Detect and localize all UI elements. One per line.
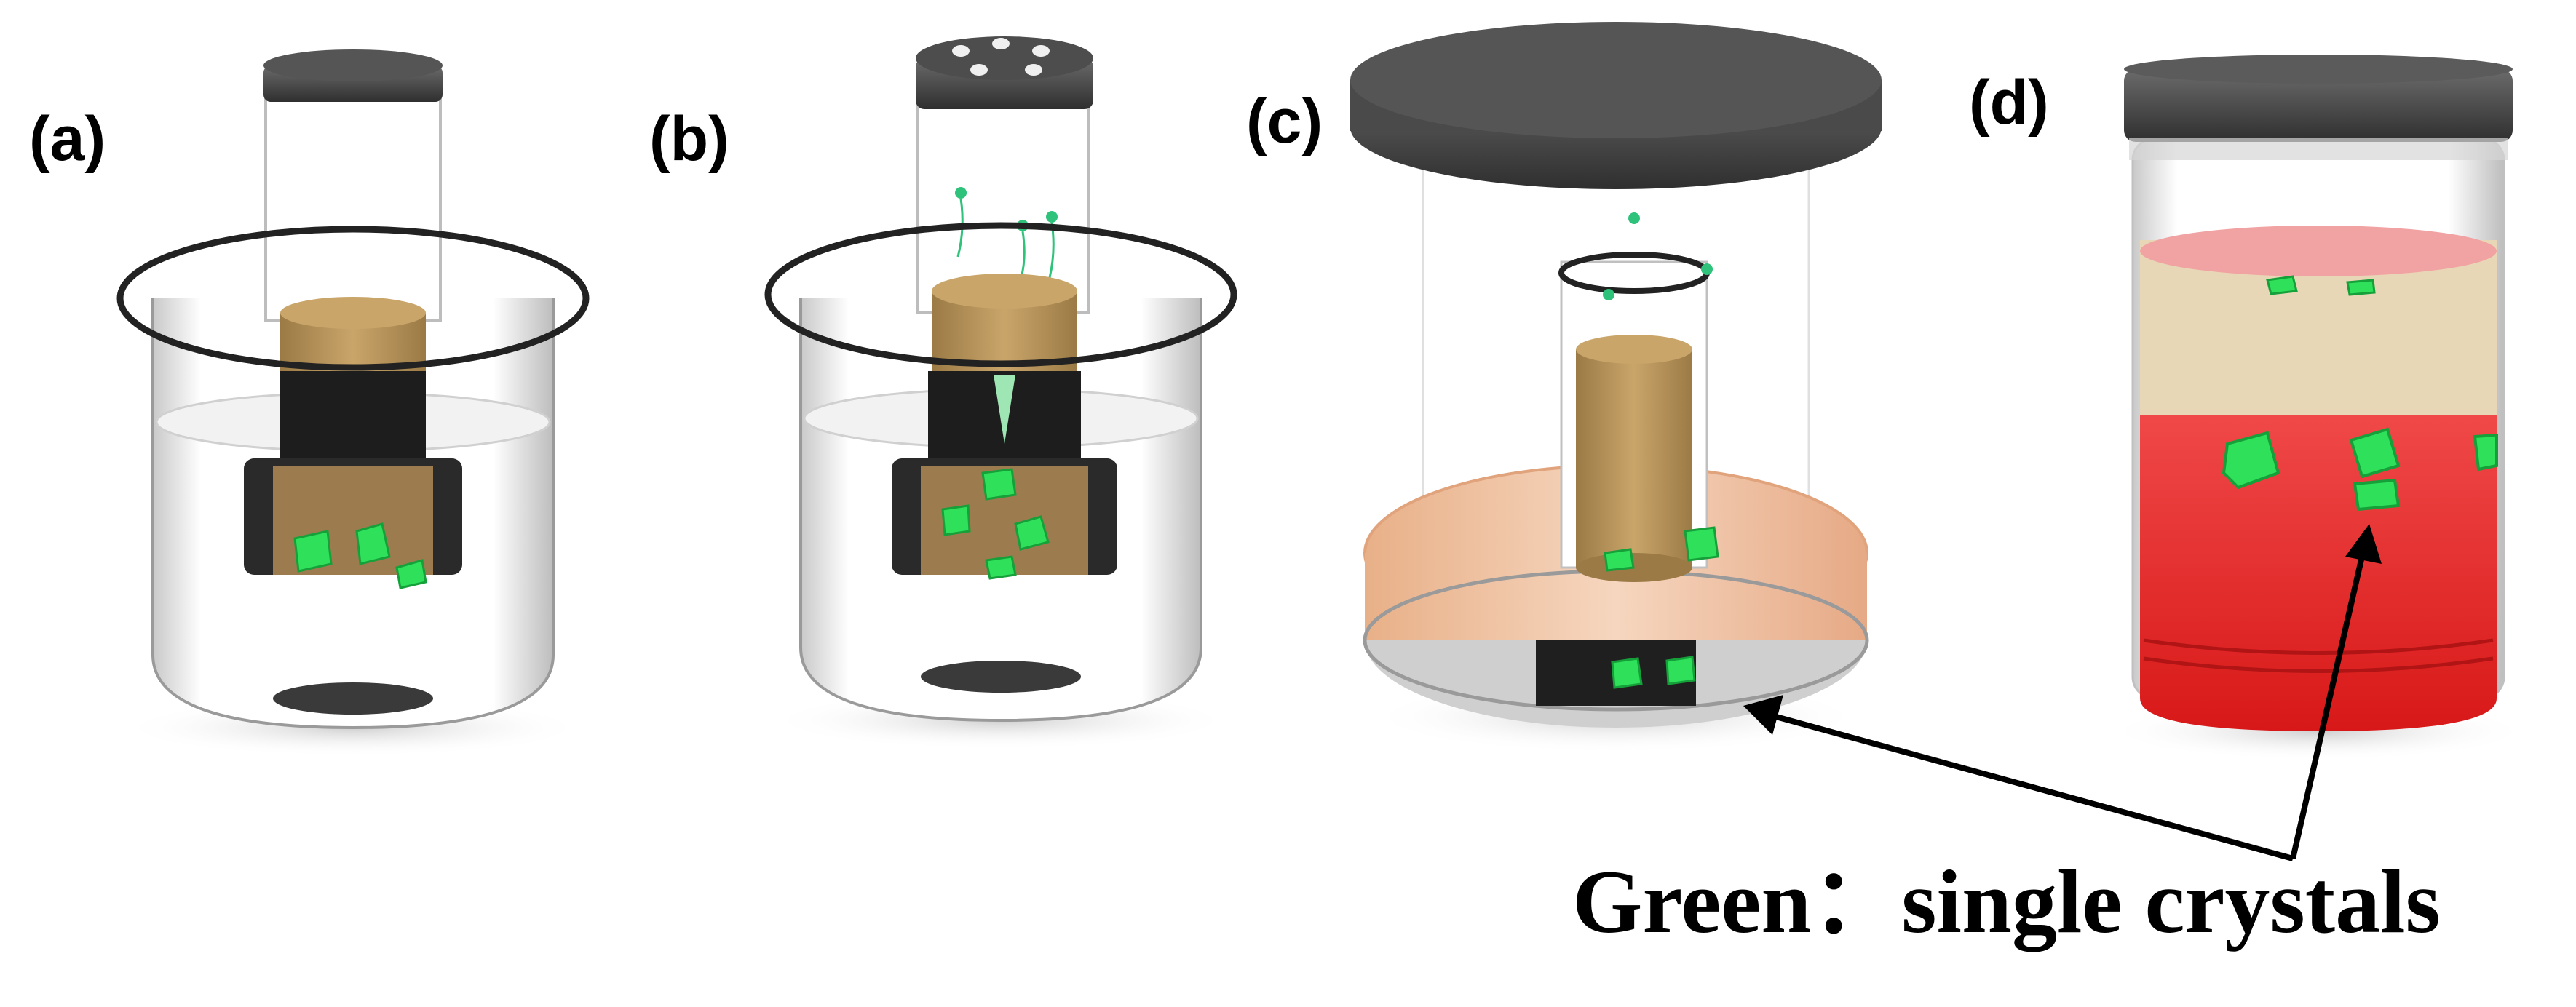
- panel-b-setup: [764, 36, 1237, 749]
- dark-band: [280, 371, 426, 458]
- panel-c-setup: [1350, 22, 1882, 753]
- arrows: [1743, 524, 2382, 861]
- crystal-icon: [2222, 431, 2280, 490]
- jar-lid-icon: [2124, 69, 2513, 142]
- funnel-tip: [994, 375, 1015, 444]
- crystal-icon: [2353, 478, 2401, 512]
- crystal-icon: [293, 530, 333, 573]
- arrow-icon: [1775, 714, 2294, 861]
- solution-column: [1576, 349, 1692, 568]
- arrow-icon: [2290, 556, 2365, 859]
- arrowhead-d: [2345, 524, 2382, 564]
- crystal-icon: [981, 468, 1017, 501]
- red-solution: [2140, 415, 2497, 731]
- inner-vial-icon: [264, 86, 442, 322]
- vapor-droplets: [1603, 212, 1713, 300]
- crystal-icon: [985, 555, 1017, 580]
- panel-label-c: (c): [1246, 87, 1323, 156]
- crystal-icon: [2266, 275, 2298, 295]
- crystal-icon: [1665, 656, 1696, 685]
- panel-d-setup: [2107, 55, 2529, 760]
- crystal-icon: [1604, 548, 1635, 572]
- jar-rim: [116, 226, 590, 371]
- lid-holes: [952, 38, 1050, 76]
- arrowhead-c: [1743, 695, 1783, 735]
- jar-bottom: [921, 661, 1081, 693]
- crystal-icon: [2346, 279, 2376, 296]
- legend-caption: Green：single crystals: [1572, 852, 2441, 952]
- panel-label-a: (a): [29, 104, 106, 174]
- crystal-icon: [1014, 515, 1050, 551]
- crystal-icon: [1611, 657, 1643, 689]
- panel-label-d: (d): [1969, 68, 2049, 138]
- crystal-icon: [395, 559, 427, 589]
- crystal-icon: [1684, 526, 1719, 562]
- crystal-icon: [355, 522, 391, 565]
- panel-a-setup: [116, 49, 590, 757]
- jar-bottom: [273, 682, 433, 715]
- crystal-icon: [2349, 427, 2401, 479]
- jar-rim: [764, 222, 1237, 367]
- top-red-surface: [2140, 226, 2497, 276]
- panel-label-b: (b): [649, 104, 729, 174]
- crystal-icon: [941, 504, 971, 536]
- crystal-icon: [2473, 433, 2498, 471]
